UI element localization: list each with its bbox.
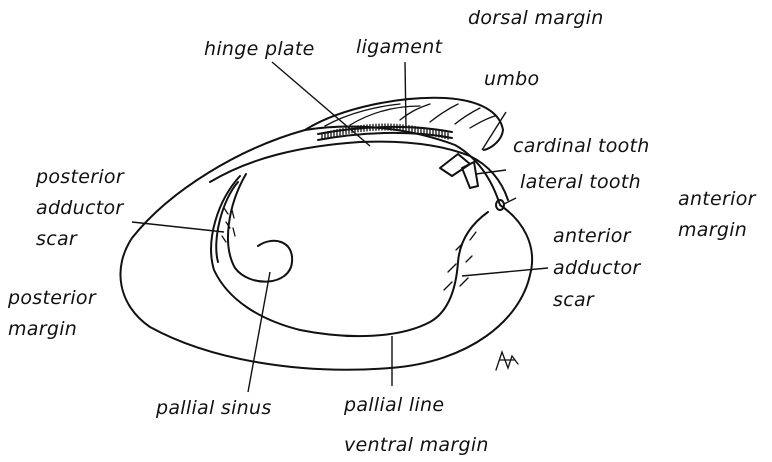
pallial-sinus xyxy=(228,174,292,282)
label-anterior-margin-1: anterior xyxy=(678,187,756,212)
label-ligament: ligament xyxy=(356,35,442,60)
leader-ligament xyxy=(405,62,406,128)
label-posterior-adductor-1: posterior xyxy=(36,165,124,190)
label-posterior-margin-1: posterior xyxy=(8,286,96,311)
label-anterior-adductor-2: adductor xyxy=(553,256,641,281)
label-anterior-adductor-1: anterior xyxy=(553,224,631,249)
label-posterior-adductor-2: adductor xyxy=(36,196,124,221)
cardinal-tooth xyxy=(440,154,470,176)
label-hinge-plate: hinge plate xyxy=(204,37,315,62)
pallial-line xyxy=(211,176,488,336)
artist-signature xyxy=(496,352,518,370)
ligament-growth-lines xyxy=(325,104,495,128)
anterior-scar-dashes xyxy=(444,232,476,290)
leader-anterior-adductor xyxy=(462,268,548,276)
label-ventral-margin: ventral margin xyxy=(344,433,489,458)
leader-pallial-sinus xyxy=(248,272,270,392)
label-posterior-adductor-3: scar xyxy=(36,227,77,252)
label-pallial-line: pallial line xyxy=(344,393,444,418)
label-anterior-adductor-3: scar xyxy=(553,288,594,313)
label-lateral-tooth: lateral tooth xyxy=(520,170,641,195)
label-umbo: umbo xyxy=(484,67,539,92)
label-anterior-margin-2: margin xyxy=(678,218,747,243)
label-pallial-sinus: pallial sinus xyxy=(156,396,272,421)
leader-lines xyxy=(132,62,548,392)
label-cardinal-tooth: cardinal tooth xyxy=(513,134,650,159)
cardinal-tooth-2 xyxy=(462,162,478,188)
label-posterior-margin-2: margin xyxy=(8,317,77,342)
leader-lateral-tooth xyxy=(504,198,516,204)
leader-posterior-adductor xyxy=(132,222,224,232)
label-dorsal-margin: dorsal margin xyxy=(468,6,604,31)
